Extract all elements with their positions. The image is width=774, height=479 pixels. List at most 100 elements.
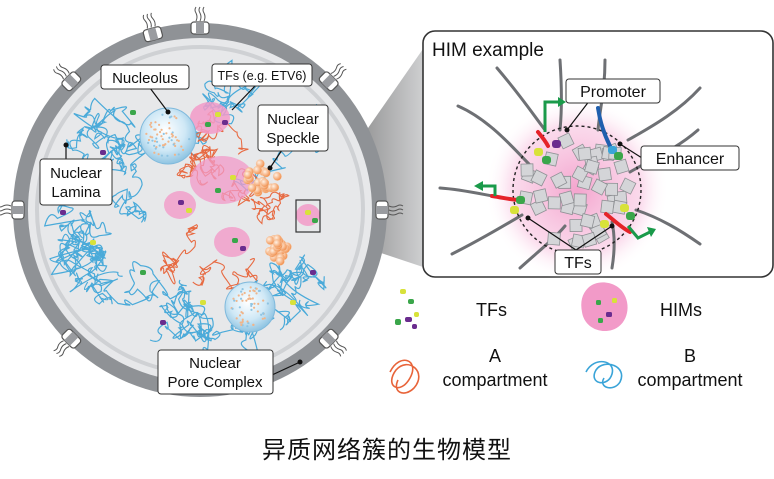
nucleolus-granule — [239, 297, 243, 300]
arrow-heads — [474, 97, 656, 237]
tf-dot — [305, 210, 311, 215]
lamina-label-line1: Nuclear — [50, 165, 102, 182]
nucleolus-granule — [154, 147, 157, 150]
speckle-label-line1: Nuclear — [267, 111, 319, 128]
tf-dot — [200, 300, 206, 305]
tf-dot — [215, 112, 221, 117]
nucleolus-granule — [158, 130, 162, 134]
tf-dot — [160, 320, 166, 325]
pore-complex — [190, 6, 210, 35]
nucleoli — [139, 107, 276, 333]
enhancer-segment — [596, 106, 612, 148]
inset-tf-dot — [534, 148, 543, 156]
nucleosome — [577, 146, 592, 161]
tf-dot — [186, 208, 192, 213]
inset-tf-dot — [614, 152, 623, 160]
leader-dot — [63, 142, 69, 148]
leader-line — [619, 143, 643, 159]
tf-dot — [290, 300, 296, 305]
b-chromatin-fiber — [83, 109, 143, 190]
nucleolus-granule — [241, 287, 244, 291]
legend: TFs HIMs A compartment B compartment — [389, 282, 743, 394]
nucleolus-granule — [239, 321, 242, 324]
tfs-inset-label-box — [554, 249, 602, 275]
nucleolus-granule — [247, 321, 250, 325]
nucleolus-granule — [153, 151, 156, 154]
tf-dot — [240, 246, 246, 251]
speckle-granule — [253, 165, 262, 175]
nucleolus-granule — [176, 139, 179, 142]
nucleolus-granule — [262, 299, 265, 302]
tf-dot — [90, 240, 96, 245]
leader-dot — [609, 223, 615, 229]
leader-dot — [525, 215, 531, 221]
nucleosome — [532, 188, 549, 204]
promoter-label: Promoter — [580, 84, 646, 101]
nucleolus-granule — [154, 121, 157, 124]
nucleolus-granule — [250, 304, 253, 308]
nucleolus-granule — [256, 310, 259, 313]
nucleolus-granule — [240, 310, 243, 314]
nucleolus-granule — [238, 306, 241, 309]
nucleolus-granule — [149, 135, 152, 138]
nucleolus-granule — [164, 142, 167, 146]
legend-a-line2: compartment — [442, 370, 547, 390]
nucleolus-granule — [157, 123, 161, 126]
nucleolus-body — [224, 281, 276, 333]
nucleosome — [550, 171, 568, 189]
speckle-granule — [275, 256, 285, 266]
nucleolus-granule — [147, 141, 150, 144]
nucleosome — [600, 199, 615, 214]
legend-b-compartment-symbol — [585, 360, 623, 389]
promoter-label-box — [565, 78, 661, 104]
nucleolus-granule — [180, 145, 183, 148]
tfs-example-label: TFs (e.g. ETV6) — [218, 69, 307, 83]
tf-dot — [178, 200, 184, 205]
nucleolus-granule — [156, 133, 159, 136]
nucleolus-granule — [151, 139, 154, 142]
him-example-inset: HIM example — [422, 30, 774, 282]
nucleolus-granule — [174, 136, 177, 139]
pore-complex — [142, 12, 164, 43]
speckle-granule — [272, 171, 282, 181]
pore-complex — [53, 328, 82, 357]
nucleolus-granule — [248, 297, 251, 300]
nucleolus-granule — [155, 137, 158, 140]
nucleosome — [571, 165, 589, 183]
tf-dot — [140, 270, 146, 275]
tfs-example-label-box — [211, 63, 313, 87]
nucleolus-granule — [155, 140, 159, 143]
nucleolus-granule — [165, 132, 168, 135]
lamina-label-line2: Lamina — [51, 184, 101, 201]
leader-line — [269, 149, 283, 169]
nucleolus-granule — [235, 299, 238, 303]
tf-dot — [205, 122, 211, 127]
nucleolus-granule — [145, 132, 148, 135]
nucleosome — [590, 178, 609, 196]
nucleolus-granule — [249, 286, 252, 289]
inset-tf-dot — [608, 146, 617, 154]
nucleolus-granule — [160, 135, 163, 138]
enhancer-label-box — [640, 145, 740, 171]
speckle-label-box — [257, 104, 329, 152]
inset-tf-dot — [600, 220, 609, 228]
nucleolus-granule — [243, 291, 246, 295]
nucleolus-granule — [172, 143, 175, 146]
nucleolus-granule — [233, 299, 236, 302]
b-chromatin-fiber — [83, 261, 206, 318]
nuclear-speckles — [243, 159, 292, 266]
inset-tf-dot — [620, 204, 629, 212]
nucleolus-granule — [188, 138, 191, 141]
tf-dot — [312, 218, 318, 223]
nucleolus-granule — [153, 144, 156, 147]
speckle-granule — [247, 183, 257, 193]
inset-tf-dot — [516, 196, 525, 204]
nucleolus-granule — [168, 127, 171, 130]
nucleolus-granule — [160, 154, 164, 157]
tf-dot — [232, 238, 238, 243]
nucleolus-granule — [253, 302, 256, 305]
pore-complex — [375, 200, 404, 220]
nucleosome-cluster — [518, 132, 637, 252]
legend-a-line1: A — [489, 346, 501, 366]
